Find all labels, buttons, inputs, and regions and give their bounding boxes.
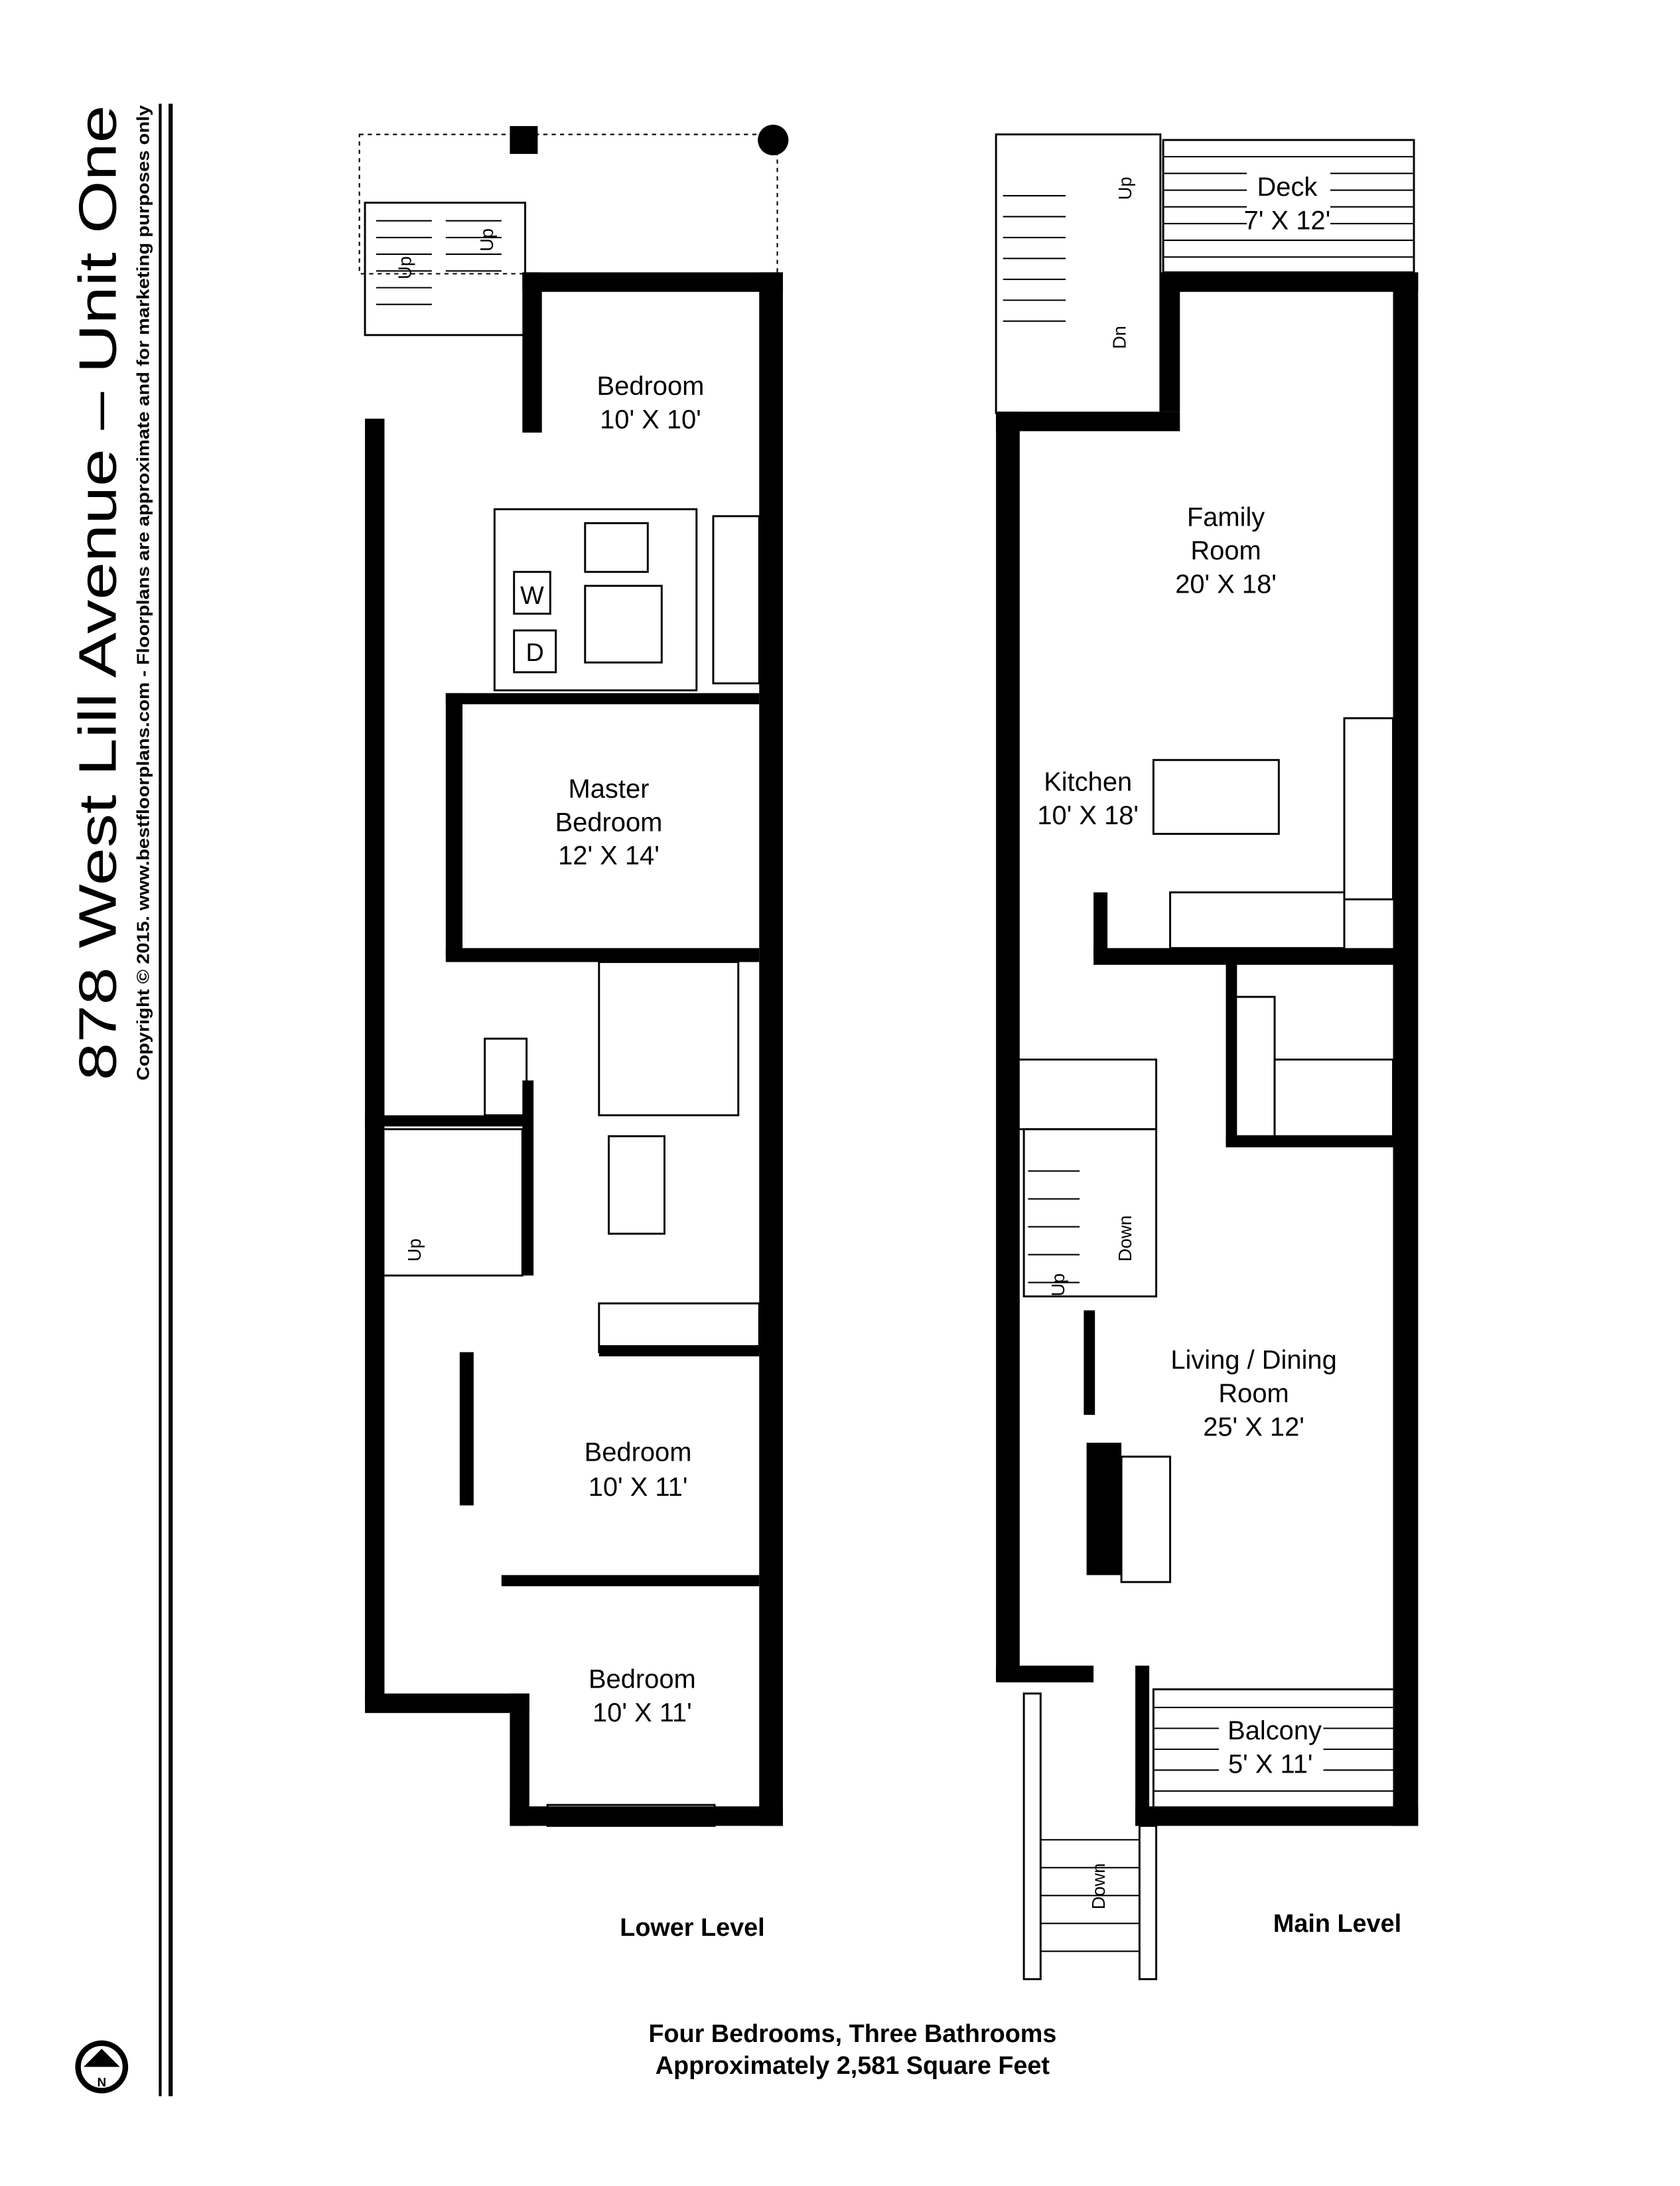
summary-line-2: Approximately 2,581 Square Feet bbox=[656, 2052, 1050, 2080]
divider-line bbox=[169, 104, 173, 2096]
svg-text:12' X 14': 12' X 14' bbox=[558, 841, 660, 871]
svg-text:10' X 11': 10' X 11' bbox=[589, 1473, 688, 1502]
svg-text:Kitchen: Kitchen bbox=[1044, 767, 1132, 796]
svg-text:10' X 10': 10' X 10' bbox=[600, 405, 701, 435]
room-bedroom-2: Bedroom 10' X 11' bbox=[585, 1437, 692, 1501]
stair-label: Up bbox=[476, 228, 497, 252]
svg-text:5' X 11': 5' X 11' bbox=[1228, 1750, 1313, 1779]
svg-text:10' X 11': 10' X 11' bbox=[593, 1698, 692, 1727]
svg-text:Deck: Deck bbox=[1257, 173, 1318, 202]
room-bedroom-1: Bedroom 10' X 10' bbox=[597, 372, 705, 434]
room-family-room: Family Room 20' X 18' bbox=[1175, 503, 1277, 599]
stair-label: Up bbox=[404, 1238, 425, 1262]
lower-level-plan: W D Up Up Up Bedroom 10' X 10' Master Be… bbox=[358, 124, 789, 1942]
svg-text:Bedroom: Bedroom bbox=[555, 808, 663, 837]
compass-icon: N bbox=[75, 2040, 129, 2094]
room-bedroom-3: Bedroom 10' X 11' bbox=[589, 1664, 696, 1727]
room-living-dining: Living / Dining Room 25' X 12' bbox=[1170, 1346, 1336, 1442]
svg-text:W: W bbox=[520, 582, 544, 610]
stair-label: Down bbox=[1088, 1863, 1109, 1910]
svg-text:10' X 18': 10' X 18' bbox=[1037, 801, 1139, 830]
svg-text:Bedroom: Bedroom bbox=[597, 372, 705, 401]
svg-text:Bedroom: Bedroom bbox=[585, 1437, 692, 1467]
svg-text:Balcony: Balcony bbox=[1227, 1716, 1322, 1745]
svg-text:20' X 18': 20' X 18' bbox=[1175, 569, 1277, 599]
svg-text:Master: Master bbox=[569, 774, 650, 804]
rear-stairs bbox=[364, 201, 526, 336]
divider-line bbox=[159, 104, 162, 2096]
stair-label: Up bbox=[1048, 1274, 1068, 1297]
svg-text:N: N bbox=[97, 2076, 106, 2090]
main-level-plan: Deck 7' X 12' Up Dn Up Down Family bbox=[995, 133, 1419, 1980]
room-master-bedroom: Master Bedroom 12' X 14' bbox=[555, 774, 663, 871]
svg-text:Bedroom: Bedroom bbox=[589, 1664, 696, 1694]
stair-label: Up bbox=[394, 256, 415, 279]
svg-text:25' X 12': 25' X 12' bbox=[1203, 1412, 1304, 1441]
svg-text:D: D bbox=[526, 639, 544, 667]
room-kitchen: Kitchen 10' X 18' bbox=[1037, 767, 1139, 830]
lower-level-label: Lower Level bbox=[620, 1914, 764, 1942]
svg-text:Room: Room bbox=[1218, 1379, 1289, 1408]
stair-label: Down bbox=[1115, 1215, 1135, 1262]
washer-icon: W bbox=[513, 571, 551, 615]
stair-label: Up bbox=[1115, 177, 1135, 200]
stair-label: Dn bbox=[1109, 326, 1129, 349]
svg-text:7' X 12': 7' X 12' bbox=[1244, 206, 1331, 235]
svg-text:Room: Room bbox=[1190, 536, 1261, 565]
copyright-text: Copyright © 2015. www.bestfloorplans.com… bbox=[133, 105, 153, 1080]
deck: Deck 7' X 12' bbox=[1162, 139, 1415, 273]
front-stairs: Down bbox=[1022, 1692, 1158, 1980]
page-title: 878 West Lill Avenue – Unit One bbox=[68, 105, 127, 1080]
dryer-icon: D bbox=[513, 629, 557, 674]
main-level-label: Main Level bbox=[1273, 1910, 1401, 1938]
title-block: 878 West Lill Avenue – Unit One Copyrigh… bbox=[68, 105, 153, 1080]
summary: Four Bedrooms, Three Bathrooms Approxima… bbox=[648, 2020, 1056, 2080]
balcony: Balcony 5' X 11' bbox=[1152, 1688, 1399, 1809]
svg-text:Family: Family bbox=[1187, 503, 1265, 532]
svg-text:Living / Dining: Living / Dining bbox=[1170, 1346, 1336, 1375]
summary-line-1: Four Bedrooms, Three Bathrooms bbox=[648, 2020, 1056, 2048]
